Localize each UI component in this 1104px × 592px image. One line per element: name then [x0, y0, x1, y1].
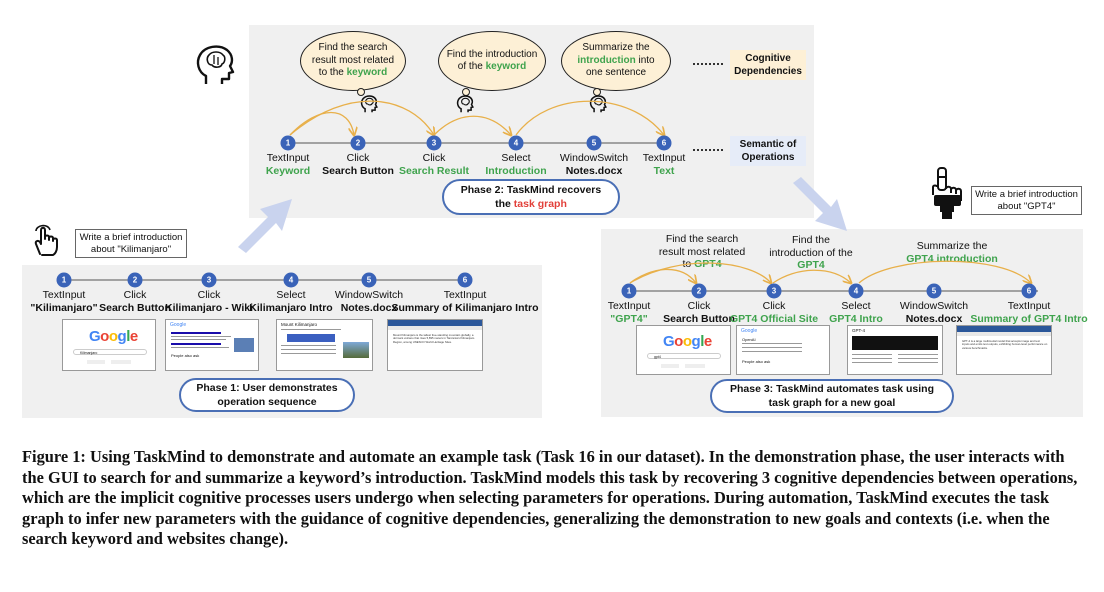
p1-step-1: 1: [56, 272, 72, 288]
p3-step-4: 4: [848, 283, 864, 299]
search-results-screenshot: Google People also ask: [165, 319, 259, 371]
p3-op-1: TextInput"GPT4": [607, 300, 651, 325]
google-logo: Google: [663, 333, 712, 350]
p2-step-1: 1: [280, 135, 296, 151]
wiki-title: Mount Kilimanjaro: [281, 322, 318, 327]
google-search-screenshot: Google Kilimanjaro: [62, 319, 156, 371]
brain-small-icon: [456, 95, 474, 113]
p1-step-5: 5: [361, 272, 377, 288]
p2-step-4: 4: [508, 135, 524, 151]
p2-step-3: 3: [426, 135, 442, 151]
dotted-leader: [693, 149, 723, 151]
search-results-screenshot-gpt: Google OpenAI People also ask: [736, 325, 830, 375]
cognitive-bubble-2: Find the introduction of the keyword: [438, 31, 546, 91]
notes-text: Mount Kilimanjaro is the tallest free-st…: [393, 334, 475, 344]
brain-small-icon: [589, 95, 607, 113]
notes-docx-screenshot: Mount Kilimanjaro is the tallest free-st…: [387, 319, 483, 371]
google-logo: Google: [89, 328, 138, 345]
notes-text: GPT-4 is a large multimodal model that a…: [962, 340, 1048, 350]
p3-step-3: 3: [766, 283, 782, 299]
pointer-hand-icon: [34, 224, 58, 256]
p2-step-5: 5: [586, 135, 602, 151]
thought-dot: [357, 88, 365, 96]
cognitive-bubble-1: Find the search result most related to t…: [300, 31, 406, 91]
openai-page-screenshot: GPT-4: [847, 325, 943, 375]
google-search-screenshot-gpt: Google gpt4: [636, 325, 731, 375]
p2-step-2: 2: [350, 135, 366, 151]
phase3-prompt: Write a brief introduction about "GPT4": [971, 186, 1082, 215]
search-button: [87, 360, 105, 364]
robot-hand-icon: [932, 167, 962, 219]
openai-title: GPT-4: [852, 328, 866, 333]
p2-step-6: 6: [656, 135, 672, 151]
p1-step-3: 3: [201, 272, 217, 288]
google-logo-small: Google: [170, 322, 187, 328]
semantic-operations-label: Semantic of Operations: [730, 136, 806, 166]
big-arrow-up-icon: [238, 199, 292, 253]
people-also-ask: People also ask: [171, 353, 200, 358]
dotted-leader: [693, 63, 723, 65]
wiki-page-screenshot: Mount Kilimanjaro: [276, 319, 373, 371]
p1-step-4: 4: [283, 272, 299, 288]
cognitive-bubble-3: Summarize the introduction into one sent…: [561, 31, 671, 91]
openai-result: OpenAI: [742, 337, 756, 342]
p3-step-1: 1: [621, 283, 637, 299]
search-box: Kilimanjaro: [73, 349, 147, 355]
phase1-prompt: Write a brief introduction about "Kilima…: [75, 229, 187, 258]
phase2-timeline: [288, 100, 699, 144]
search-box: gpt4: [647, 353, 721, 359]
people-also-ask: People also ask: [742, 359, 771, 364]
brain-head-icon: [196, 45, 235, 84]
notes-docx-screenshot-gpt: GPT-4 is a large multimodal model that a…: [956, 325, 1052, 375]
p3-step-5: 5: [926, 283, 942, 299]
big-arrow-down-icon: [793, 177, 847, 231]
lucky-button: [111, 360, 131, 364]
brain-small-icon: [360, 95, 378, 113]
p3-step-6: 6: [1021, 283, 1037, 299]
p1-step-6: 6: [457, 272, 473, 288]
p1-step-2: 2: [127, 272, 143, 288]
figure-caption: Figure 1: Using TaskMind to demonstrate …: [22, 447, 1078, 549]
google-logo-small: Google: [741, 328, 758, 334]
cognitive-dependencies-label: Cognitive Dependencies: [730, 50, 806, 80]
phase3-timeline: [628, 260, 1038, 294]
p3-step-2: 2: [691, 283, 707, 299]
p1-op-1: TextInput"Kilimanjaro": [30, 289, 98, 314]
